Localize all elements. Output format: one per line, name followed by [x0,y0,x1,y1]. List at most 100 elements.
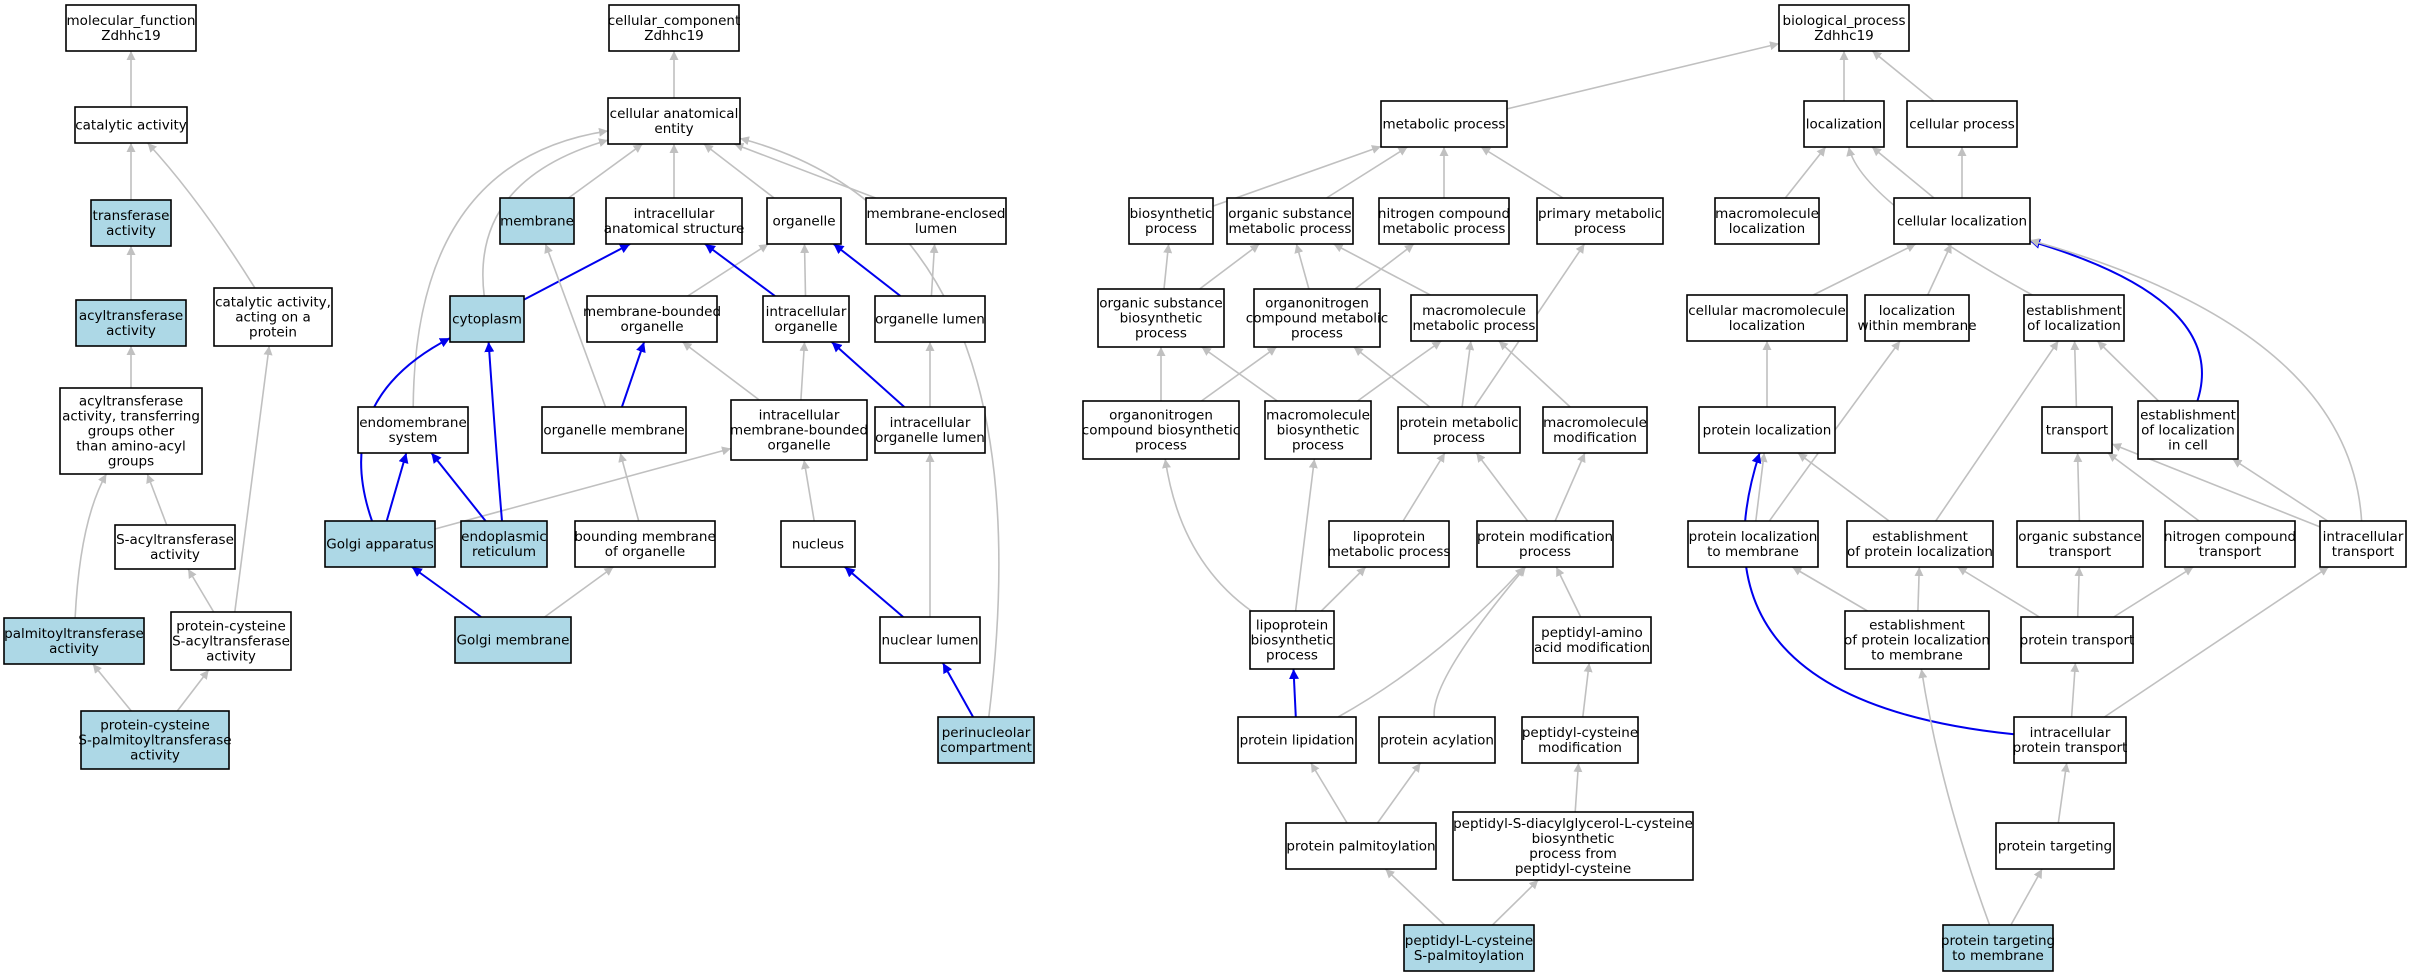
node-box[interactable] [1237,716,1357,764]
node-cloc[interactable]: cellular localization [1893,197,2031,245]
node-box[interactable] [1397,406,1521,454]
node-pcsacyl[interactable]: protein-cysteineS-acyltransferaseactivit… [170,611,292,671]
node-nucleus[interactable]: nucleus [780,520,856,568]
node-box[interactable] [874,406,986,454]
node-box[interactable] [1864,294,1970,342]
node-box[interactable] [2016,520,2144,568]
node-nl[interactable]: nuclear lumen [879,616,981,664]
node-organelle[interactable]: organelle [766,197,842,245]
node-box[interactable] [1082,400,1240,460]
node-box[interactable] [357,406,469,454]
node-box[interactable] [2319,520,2407,568]
node-plip[interactable]: protein lipidation [1237,716,1357,764]
node-box[interactable] [65,4,197,52]
node-box[interactable] [75,299,187,347]
node-golgi[interactable]: Golgi apparatus [324,520,436,568]
node-box[interactable] [865,197,1007,245]
node-box[interactable] [2020,616,2134,664]
node-membrane[interactable]: membrane [499,197,575,245]
node-ptarg[interactable]: protein targeting [1995,822,2115,870]
node-box[interactable] [879,616,981,664]
node-trans[interactable]: transport [2041,406,2113,454]
node-box[interactable] [1097,288,1225,348]
node-ploc[interactable]: protein localization [1698,406,1836,454]
node-box[interactable] [605,197,743,245]
node-box[interactable] [1532,616,1652,664]
node-box[interactable] [454,616,572,664]
node-box[interactable] [1846,520,1994,568]
node-box[interactable] [607,97,741,145]
node-box[interactable] [1253,288,1381,348]
node-box[interactable] [449,295,525,343]
node-box[interactable] [170,611,292,671]
node-cat[interactable]: catalytic activity [74,106,188,144]
node-box[interactable] [1249,610,1335,670]
node-loc[interactable]: localization [1803,100,1885,148]
node-box[interactable] [586,295,718,343]
node-om[interactable]: organelle membrane [541,406,687,454]
node-box[interactable] [608,4,740,52]
node-cp[interactable]: cellular process [1906,100,2018,148]
node-box[interactable] [1378,197,1510,245]
node-olumen[interactable]: organelle lumen [874,295,986,343]
node-box[interactable] [1542,406,1648,454]
node-box[interactable] [1328,520,1450,568]
node-box[interactable] [1942,924,2054,972]
node-box[interactable] [1844,610,1990,670]
node-box[interactable] [1687,520,1819,568]
node-box[interactable] [541,406,687,454]
node-box[interactable] [1452,811,1694,881]
node-box[interactable] [90,199,172,247]
node-box[interactable] [2041,406,2113,454]
node-box[interactable] [730,399,868,461]
node-box[interactable] [1403,924,1535,972]
node-mp[interactable]: metabolic process [1380,100,1508,148]
node-box[interactable] [2164,520,2296,568]
node-box[interactable] [1995,822,2115,870]
node-box[interactable] [1285,822,1437,870]
node-box[interactable] [1906,100,2018,148]
node-cyto[interactable]: cytoplasm [449,295,525,343]
node-pcspalm[interactable]: protein-cysteineS-palmitoyltransferaseac… [78,710,232,770]
node-box[interactable] [1128,197,1214,245]
node-box[interactable] [114,524,236,570]
node-box[interactable] [3,617,145,665]
node-box[interactable] [2137,400,2239,460]
node-box[interactable] [937,716,1035,764]
node-box[interactable] [1410,294,1538,342]
node-box[interactable] [80,710,230,770]
node-box[interactable] [766,197,842,245]
node-box[interactable] [574,520,716,568]
